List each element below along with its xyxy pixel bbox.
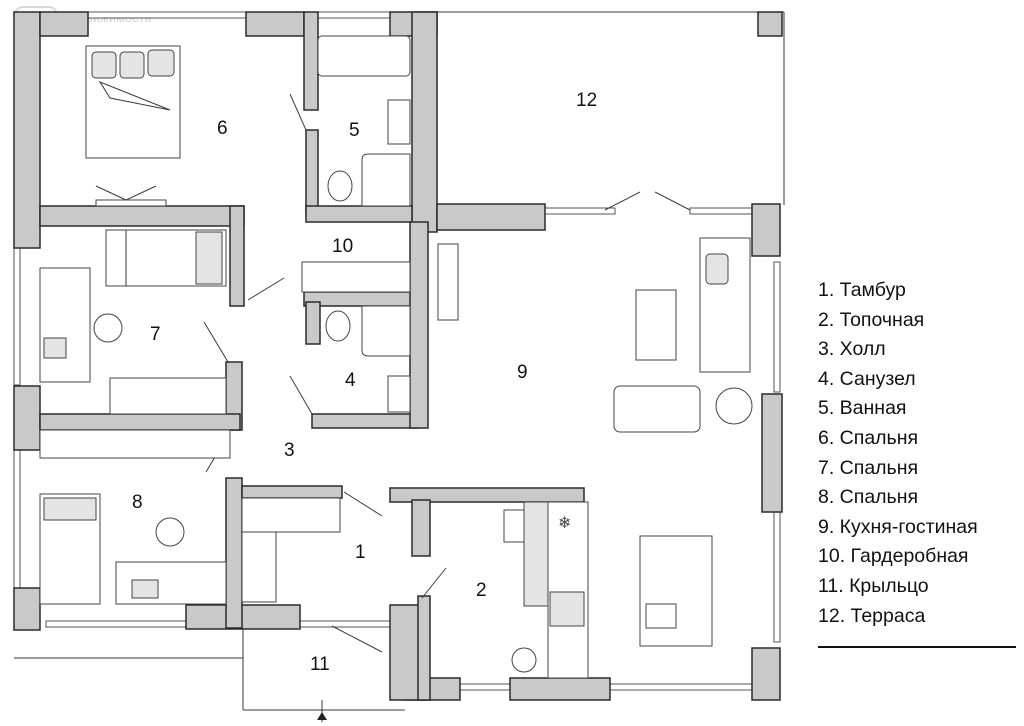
room-number-7: 7 <box>150 324 161 345</box>
kitchen-island-icon <box>639 535 713 647</box>
room-number-9: 9 <box>517 362 528 383</box>
sink-icon <box>387 99 411 145</box>
chair-icon <box>155 517 185 547</box>
chair-icon <box>93 313 123 343</box>
legend-divider <box>818 646 1016 648</box>
desk-icon <box>39 267 91 383</box>
toilet-icon <box>325 310 351 342</box>
shower-icon <box>361 153 411 207</box>
legend-item: 8. Спальня <box>818 486 919 509</box>
room-number-2: 2 <box>476 580 487 601</box>
shelf-icon <box>241 531 277 603</box>
legend-item: 11. Крыльцо <box>818 574 929 597</box>
room-number-8: 8 <box>132 492 143 513</box>
room-number-3: 3 <box>284 440 295 461</box>
bathtub-icon <box>317 35 411 77</box>
single-bed-icon <box>105 229 227 287</box>
legend-item: 12. Терраса <box>818 604 926 627</box>
room-number-1: 1 <box>355 542 366 563</box>
entrance-arrow-icon <box>317 712 327 720</box>
doors <box>203 93 691 653</box>
room-number-10: 10 <box>332 236 353 257</box>
legend-item: 1. Тамбур <box>818 279 906 301</box>
floor-plan: ❄ 1 2 3 4 5 6 7 8 9 10 11 12 <box>13 11 785 722</box>
cooktop-icon <box>549 591 585 627</box>
boiler-icon <box>503 509 525 543</box>
room-number-4: 4 <box>345 370 356 391</box>
kitchen-cabinets-icon <box>523 501 549 607</box>
room-number-6: 6 <box>217 118 228 139</box>
wardrobe-icon <box>39 429 231 459</box>
laptop-icon <box>43 337 67 359</box>
legend-item: 3. Холл <box>818 338 886 361</box>
armchair-sofa-icon <box>613 385 701 433</box>
room-numbers: 1 2 3 4 5 6 7 8 9 10 11 12 <box>132 90 597 675</box>
wardrobe-rack-icon <box>301 261 411 293</box>
legend-item: 2. Топочная <box>818 308 925 331</box>
washing-machine-icon <box>511 647 537 673</box>
single-bed-icon <box>39 493 101 605</box>
shower-icon <box>361 305 411 357</box>
side-table-icon <box>715 387 753 425</box>
legend-item: 5. Ванная <box>818 397 907 420</box>
fridge-icon: ❄ <box>558 515 571 532</box>
sofa-icon <box>699 237 751 373</box>
laptop-icon <box>131 579 159 599</box>
legend-item: 9. Кухня-гостиная <box>818 515 978 538</box>
coffee-table-icon <box>635 289 677 361</box>
bench-icon <box>241 497 341 533</box>
room-number-11: 11 <box>310 654 330 675</box>
legend-item: 6. Спальня <box>818 426 919 449</box>
room-number-5: 5 <box>349 120 360 141</box>
wardrobe-icon <box>95 185 167 207</box>
toilet-icon <box>327 170 353 202</box>
exterior-walls <box>13 11 783 701</box>
sink-icon <box>387 375 411 413</box>
wardrobe-icon <box>109 377 227 415</box>
kitchen-sink-icon <box>645 603 677 629</box>
legend-item: 4. Санузел <box>818 367 916 390</box>
legend-item: 10. Гардеробная <box>818 545 969 568</box>
porch-outline <box>14 628 405 722</box>
terrace-outline <box>437 11 785 205</box>
room-number-12: 12 <box>576 90 597 111</box>
double-bed-icon <box>85 45 181 159</box>
room-legend: 1. Тамбур 2. Топочная 3. Холл 4. Санузел… <box>818 276 1018 631</box>
terrace-post <box>757 11 783 37</box>
kitchen-counter-icon <box>547 501 589 679</box>
legend-item: 7. Спальня <box>818 456 919 479</box>
tv-icon <box>437 243 459 321</box>
interior-walls <box>39 11 585 701</box>
